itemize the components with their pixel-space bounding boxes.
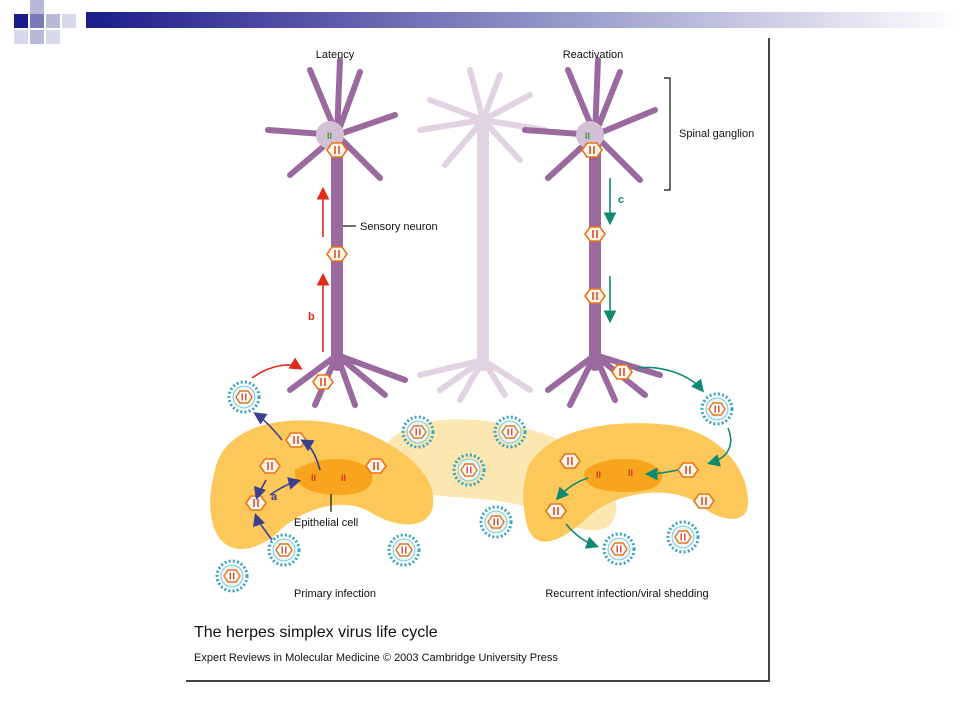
- capsid-icon: [312, 374, 334, 390]
- header-square: [30, 30, 44, 44]
- neuron-faded: [417, 67, 548, 403]
- label-latency: Latency: [316, 49, 355, 61]
- header-square: [30, 0, 44, 14]
- capsid-icon: [245, 495, 267, 511]
- capsid-icon: [584, 288, 606, 304]
- svg-text:II: II: [628, 468, 633, 478]
- virion-icon: [666, 520, 700, 554]
- arrow-teal: [565, 523, 600, 549]
- capsid-icon: [365, 458, 387, 474]
- label-primary-infection: Primary infection: [294, 588, 376, 600]
- label-sensory-neuron: Sensory neuron: [360, 221, 438, 233]
- nucleus-primary: [294, 458, 373, 495]
- label-reactivation: Reactivation: [563, 49, 624, 61]
- arrow-teal: [706, 427, 732, 467]
- figure-panel: II II II II II II: [186, 38, 770, 682]
- header-square: [14, 14, 28, 28]
- nucleus-recurrent: [584, 458, 662, 492]
- arrow-blue: [269, 477, 302, 496]
- neuron-nucleus: [576, 121, 604, 149]
- capsid-icon: [611, 364, 633, 380]
- header-square: [46, 30, 60, 44]
- neuron-reactivation: [522, 57, 663, 408]
- label-step-b: b: [308, 311, 315, 323]
- arrow-teal: [644, 467, 679, 481]
- figure-caption-credit: Expert Reviews in Molecular Medicine © 2…: [194, 652, 558, 664]
- svg-text:II: II: [327, 131, 332, 141]
- header-square: [46, 14, 60, 28]
- slide-header-band: [14, 0, 960, 44]
- capsid-icon: [677, 462, 699, 478]
- virion-icon: [602, 532, 636, 566]
- virion-icon: [215, 559, 249, 593]
- svg-text:II: II: [341, 473, 346, 483]
- arrow-blue: [253, 412, 283, 441]
- neuron-nucleus: [316, 121, 344, 149]
- arrow-teal: [637, 366, 705, 393]
- arrow-blue: [300, 439, 321, 471]
- arrow-red: [251, 357, 303, 379]
- virion-icon: [387, 533, 421, 567]
- virion-icon: [700, 392, 734, 426]
- capsid-icon: [259, 458, 281, 474]
- svg-text:II: II: [596, 470, 601, 480]
- svg-text:II: II: [311, 473, 316, 483]
- capsid-icon: [693, 493, 715, 509]
- label-step-c: c: [618, 194, 624, 206]
- capsid-icon: [581, 142, 603, 158]
- header-square: [30, 14, 44, 28]
- hsv-life-cycle-diagram: II II II II II II: [210, 49, 754, 600]
- arrow-teal: [555, 477, 589, 501]
- capsid-icon: [326, 246, 348, 262]
- virion-icon: [267, 533, 301, 567]
- svg-text:II: II: [585, 131, 590, 141]
- header-square: [62, 14, 76, 28]
- spinal-ganglion-bracket: [664, 77, 671, 191]
- label-spinal-ganglion: Spinal ganglion: [679, 128, 754, 140]
- virion-icon: [479, 505, 513, 539]
- figure-caption-title: The herpes simplex virus life cycle: [194, 624, 438, 641]
- capsid-icon: [584, 226, 606, 242]
- header-square: [14, 30, 28, 44]
- arrow-blue: [253, 479, 267, 501]
- capsid-icon: [326, 142, 348, 158]
- label-epithelial-cell: Epithelial cell: [294, 517, 358, 529]
- header-gradient-bar: [86, 12, 960, 28]
- virion-icon: [227, 380, 261, 414]
- capsid-icon: [545, 503, 567, 519]
- capsid-icon: [285, 432, 307, 448]
- capsid-icon: [559, 453, 581, 469]
- label-step-a: a: [271, 491, 278, 503]
- arrow-blue: [252, 512, 273, 541]
- label-recurrent-infection: Recurrent infection/viral shedding: [545, 588, 708, 600]
